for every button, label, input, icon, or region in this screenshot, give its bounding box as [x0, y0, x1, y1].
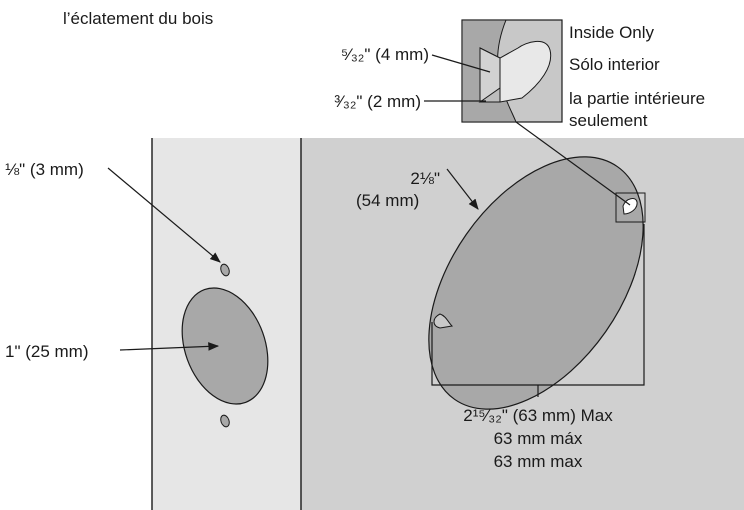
face-bore-leader: [446, 168, 479, 210]
max-label-fr: 63 mm max: [494, 452, 583, 471]
inset-depth-a-label: ⁵⁄₃₂" (4 mm): [341, 45, 429, 64]
inset-depth-a-leader: [431, 54, 491, 73]
detail-callout-box: [615, 192, 646, 223]
edge-bore-hole: [181, 287, 269, 405]
face-bore-hole: [428, 156, 644, 410]
edge-bore-label: 1" (25 mm): [5, 342, 89, 361]
latch-notch-left: [433, 313, 454, 329]
inside-only-fr-1: la partie intérieure: [569, 89, 705, 108]
header-text: l’éclatement du bois: [63, 9, 213, 28]
detail-connector-line: [515, 121, 631, 206]
small-hole-label: ⅛" (3 mm): [5, 160, 84, 179]
inside-only-fr-2: seulement: [569, 111, 648, 130]
inside-only-en: Inside Only: [569, 23, 655, 42]
small-hole-top: [220, 263, 230, 277]
small-hole-leader: [107, 167, 221, 263]
max-label-en: 2¹⁵⁄₃₂" (63 mm) Max: [463, 406, 613, 425]
inside-only-es: Sólo interior: [569, 55, 660, 74]
inset-depth-b-label: ³⁄₃₂" (2 mm): [334, 92, 421, 111]
face-bore-label-1: 2⅛": [410, 169, 440, 188]
small-hole-bottom: [220, 414, 230, 428]
face-bore-label-2: (54 mm): [356, 191, 419, 210]
edge-bore-leader: [119, 342, 220, 351]
max-label-es: 63 mm máx: [494, 429, 583, 448]
detail-inset: [461, 19, 563, 123]
